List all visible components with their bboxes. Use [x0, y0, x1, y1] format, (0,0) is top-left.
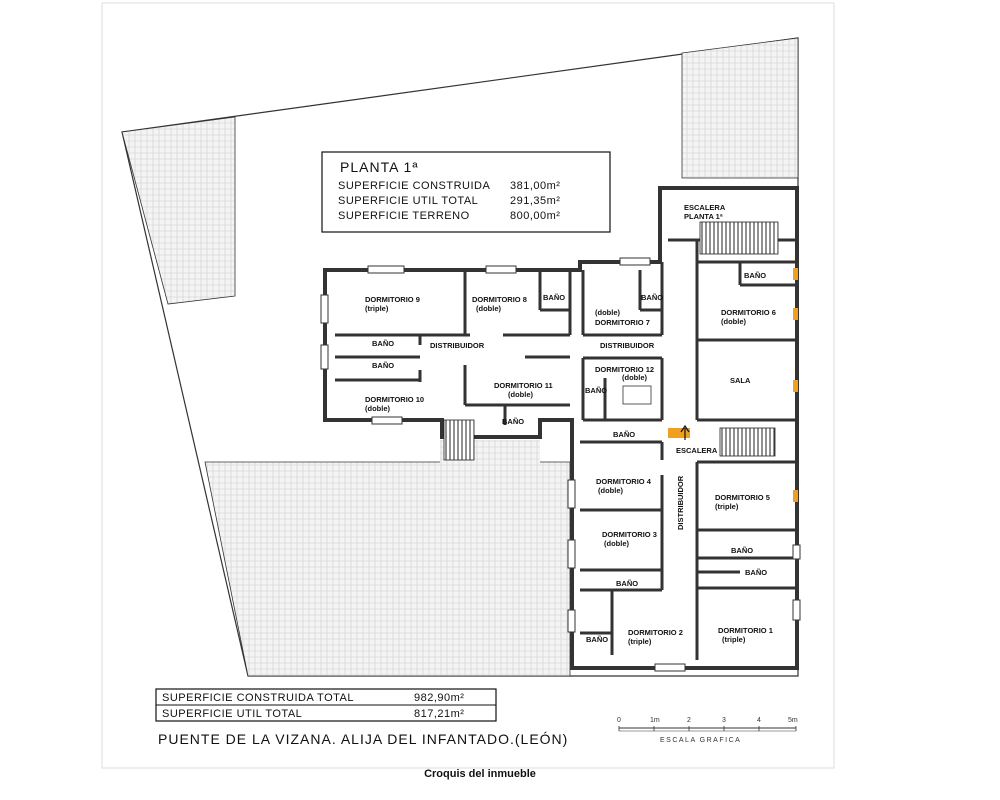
bano-d7-label: BAÑO [641, 293, 663, 302]
scale-bar: 0 1m 2 3 4 5m ESCALA GRAFICA [617, 717, 798, 744]
bano-d11-label: BAÑO [502, 417, 524, 426]
scale-tick-5: 5m [788, 717, 798, 724]
dormitorio-6-type: (doble) [721, 317, 746, 326]
caption: Croquis del inmueble [424, 768, 536, 780]
dormitorio-12-type: (doble) [622, 373, 647, 382]
floor-row-3-label: SUPERFICIE TERRENO [338, 210, 470, 222]
bano-left-1-label: BAÑO [372, 339, 394, 348]
dormitorio-9-type: (triple) [365, 304, 389, 313]
stair-arrow-icon [680, 424, 690, 440]
dormitorio-1-type: (triple) [722, 635, 746, 644]
dormitorio-12-furniture [622, 385, 652, 405]
escalera-planta-label: ESCALERA [684, 203, 726, 212]
totals-row-2-label: SUPERFICIE UTIL TOTAL [162, 708, 302, 720]
distribuidor-vertical-label: DISTRIBUIDOR [676, 475, 685, 530]
terrain-area-top-left [121, 116, 236, 305]
distribuidor-left-label: DISTRIBUIDOR [430, 341, 485, 350]
bano-d8-label: BAÑO [543, 293, 565, 302]
scale-tick-0: 0 [617, 717, 621, 724]
scale-tick-2: 2 [687, 717, 691, 724]
bano-d2-label: BAÑO [586, 635, 608, 644]
floor-row-1-label: SUPERFICIE CONSTRUIDA [338, 180, 490, 192]
dormitorio-2-label: DORMITORIO 2 [628, 628, 683, 637]
totals-panel: SUPERFICIE CONSTRUIDA TOTAL 982,90m² SUP… [155, 688, 497, 722]
dormitorio-11-label: DORMITORIO 11 [494, 381, 553, 390]
room-labels: DORMITORIO 9 (triple) DORMITORIO 8 (dobl… [365, 203, 776, 646]
floor-row-2-label: SUPERFICIE UTIL TOTAL [338, 195, 478, 207]
dormitorio-7-type: (doble) [595, 308, 620, 317]
dormitorio-9-label: DORMITORIO 9 [365, 295, 420, 304]
dormitorio-6-label: DORMITORIO 6 [721, 308, 776, 317]
bano-d6-label: BAÑO [744, 271, 766, 280]
scale-tick-3: 3 [722, 717, 726, 724]
dormitorio-12-label: DORMITORIO 12 [595, 365, 654, 374]
bano-d5-label: BAÑO [731, 546, 753, 555]
dormitorio-5-label: DORMITORIO 5 [715, 493, 770, 502]
bano-d1-label: BAÑO [745, 568, 767, 577]
bano-d3-label: BAÑO [616, 579, 638, 588]
door-openings [668, 268, 798, 502]
dormitorio-1-label: DORMITORIO 1 [718, 626, 773, 635]
floor-info-panel: PLANTA 1ª SUPERFICIE CONSTRUIDA 381,00m²… [321, 151, 611, 233]
dormitorio-8-label: DORMITORIO 8 [472, 295, 527, 304]
windows [320, 257, 801, 672]
dormitorio-5-type: (triple) [715, 502, 739, 511]
dormitorio-4-type: (doble) [598, 486, 623, 495]
scale-tick-1: 1m [650, 717, 660, 724]
dormitorio-3-label: DORMITORIO 3 [602, 530, 657, 539]
sala-label: SALA [730, 376, 751, 385]
dormitorio-3-type: (doble) [604, 539, 629, 548]
dormitorio-8-type: (doble) [476, 304, 501, 313]
dormitorio-10-type: (doble) [365, 404, 390, 413]
escalera-planta-sub: PLANTA 1ª [684, 212, 723, 221]
stair-center [719, 427, 776, 457]
scale-label: ESCALA GRAFICA [660, 737, 741, 744]
bano-d12-label: BAÑO [585, 386, 607, 395]
floor-row-2-value: 291,35m² [510, 195, 560, 207]
scale-tick-4: 4 [757, 717, 761, 724]
floor-title: PLANTA 1ª [340, 159, 419, 175]
stair-left-block [443, 419, 475, 461]
escalera-label: ESCALERA [676, 446, 718, 455]
dormitorio-11-type: (doble) [508, 390, 533, 399]
floor-row-3-value: 800,00m² [510, 210, 560, 222]
totals-row-2-value: 817,21m² [414, 708, 464, 720]
totals-row-1-label: SUPERFICIE CONSTRUIDA TOTAL [162, 692, 354, 704]
floor-row-1-value: 381,00m² [510, 180, 560, 192]
bano-left-2-label: BAÑO [372, 361, 394, 370]
terrain-area-bottom-left [204, 461, 571, 677]
terrain-area-top-right [681, 37, 799, 179]
totals-row-1-value: 982,90m² [414, 692, 464, 704]
location-title: PUENTE DE LA VIZANA. ALIJA DEL INFANTADO… [158, 731, 568, 747]
dormitorio-10-label: DORMITORIO 10 [365, 395, 424, 404]
bano-mid-label: BAÑO [613, 430, 635, 439]
stair-top-right [699, 221, 779, 255]
dormitorio-7-label: DORMITORIO 7 [595, 318, 650, 327]
distribuidor-mid-label: DISTRIBUIDOR [600, 341, 655, 350]
dormitorio-4-label: DORMITORIO 4 [596, 477, 652, 486]
dormitorio-2-type: (triple) [628, 637, 652, 646]
building [323, 186, 799, 670]
